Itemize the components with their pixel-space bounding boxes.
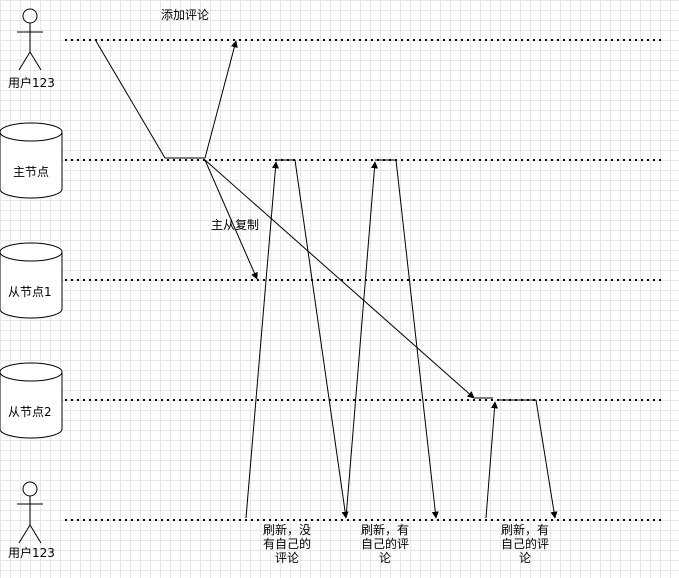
top-user-label: 用户123 — [8, 76, 55, 90]
replica1-db-icon — [0, 242, 63, 319]
refresh1-note: 刷新，没有自己的评论 — [262, 523, 311, 565]
replica2-node-label: 从节点2 — [8, 405, 52, 419]
master-node-label: 主节点 — [13, 165, 50, 179]
refresh2-response — [375, 159, 439, 519]
refresh2-note: 刷新，有自己的评论 — [360, 523, 409, 565]
top-user-icon — [17, 8, 43, 71]
refresh2-request — [345, 161, 378, 519]
replica1-node-label: 从节点1 — [8, 285, 52, 299]
refresh3-request — [485, 401, 499, 519]
replica2-db-icon — [0, 362, 63, 439]
refresh3-response — [497, 399, 558, 519]
refresh3-note: 刷新，有自己的评论 — [500, 523, 549, 565]
refresh1-request — [245, 161, 279, 519]
bottom-user-label: 用户123 — [8, 546, 55, 560]
replication-label: 主从复制 — [211, 218, 260, 232]
bottom-user-icon — [17, 481, 43, 544]
refresh1-response — [276, 159, 349, 519]
add-comment-flow — [95, 40, 238, 159]
replication-to-replica1 — [204, 159, 258, 280]
replication-to-replica2 — [204, 159, 475, 399]
master-db-icon — [0, 122, 63, 199]
add-comment-label: 添加评论 — [161, 8, 210, 22]
